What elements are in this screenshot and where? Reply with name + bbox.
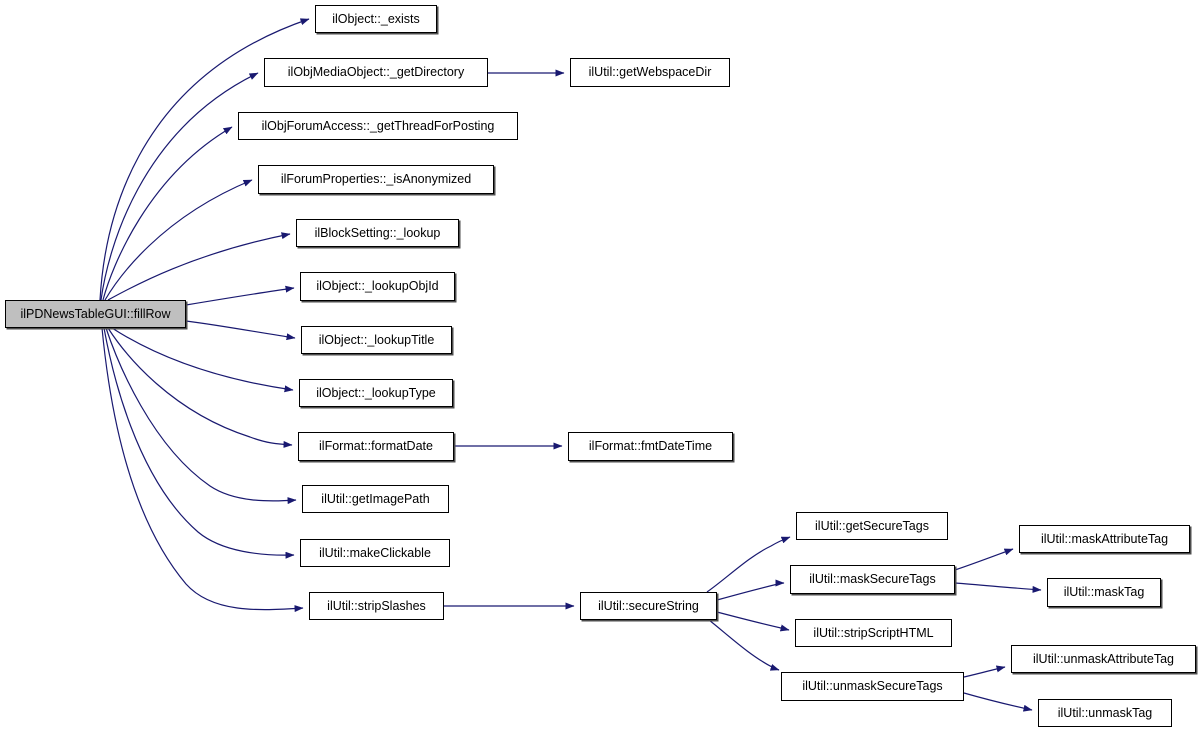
graph-node-getThreadForPosting[interactable]: ilObjForumAccess::_getThreadForPosting bbox=[238, 112, 518, 140]
graph-node-label: ilObject::_lookupType bbox=[316, 385, 436, 400]
call-edge-root-to-isAnonymized bbox=[104, 179, 253, 301]
graph-node-label: ilUtil::getImagePath bbox=[321, 491, 430, 506]
call-edge-maskSecureTags-to-maskAttributeTag bbox=[954, 548, 1014, 571]
graph-node-label: ilUtil::getWebspaceDir bbox=[588, 65, 712, 80]
graph-node-label: ilObject::_lookupTitle bbox=[318, 332, 435, 347]
graph-node-fmtDateTime[interactable]: ilFormat::fmtDateTime bbox=[568, 432, 733, 461]
call-edge-secureString-to-maskSecureTags bbox=[716, 579, 785, 601]
call-edge-root-to-makeClickable bbox=[103, 327, 295, 559]
graph-node-getImagePath[interactable]: ilUtil::getImagePath bbox=[302, 485, 449, 513]
graph-node-unmaskSecureTags[interactable]: ilUtil::unmaskSecureTags bbox=[781, 672, 964, 701]
call-edge-maskSecureTags-to-maskTag bbox=[954, 582, 1042, 593]
graph-node-lookupTitle[interactable]: ilObject::_lookupTitle bbox=[301, 326, 452, 354]
graph-node-label: ilUtil::stripSlashes bbox=[327, 598, 426, 613]
graph-node-label: ilForumProperties::_isAnonymized bbox=[280, 172, 472, 187]
call-edge-unmaskSecureTags-to-unmaskAttributeTag bbox=[963, 665, 1006, 678]
call-edge-root-to-lookupObjId bbox=[185, 285, 295, 306]
call-edge-root-to-lookupTitle bbox=[185, 320, 296, 341]
call-edge-secureString-to-stripScriptHTML bbox=[716, 611, 790, 632]
edge-layer bbox=[99, 18, 1042, 712]
graph-node-isAnonymized[interactable]: ilForumProperties::_isAnonymized bbox=[258, 165, 494, 194]
graph-node-stripSlashes[interactable]: ilUtil::stripSlashes bbox=[309, 592, 444, 620]
graph-node-label: ilUtil::makeClickable bbox=[319, 545, 431, 560]
graph-node-maskAttributeTag[interactable]: ilUtil::maskAttributeTag bbox=[1019, 525, 1190, 553]
graph-node-getSecureTags[interactable]: ilUtil::getSecureTags bbox=[796, 512, 948, 540]
graph-node-label: ilPDNewsTableGUI::fillRow bbox=[20, 306, 171, 321]
graph-node-root[interactable]: ilPDNewsTableGUI::fillRow bbox=[5, 300, 186, 328]
graph-node-exists[interactable]: ilObject::_exists bbox=[315, 5, 437, 33]
graph-node-makeClickable[interactable]: ilUtil::makeClickable bbox=[300, 539, 450, 567]
graph-node-label: ilUtil::secureString bbox=[598, 598, 699, 613]
call-edge-root-to-getImagePath bbox=[105, 327, 297, 505]
graph-node-blockLookup[interactable]: ilBlockSetting::_lookup bbox=[296, 219, 459, 247]
call-edge-secureString-to-getSecureTags bbox=[706, 536, 791, 593]
graph-node-label: ilFormat::formatDate bbox=[319, 439, 433, 454]
call-edge-secureString-to-unmaskSecureTags bbox=[708, 619, 780, 671]
call-edge-unmaskSecureTags-to-unmaskTag bbox=[963, 692, 1033, 712]
graph-node-label: ilUtil::maskAttributeTag bbox=[1040, 531, 1169, 546]
graph-node-maskSecureTags[interactable]: ilUtil::maskSecureTags bbox=[790, 565, 955, 594]
graph-node-unmaskAttributeTag[interactable]: ilUtil::unmaskAttributeTag bbox=[1011, 645, 1196, 673]
graph-node-lookupType[interactable]: ilObject::_lookupType bbox=[299, 379, 453, 407]
call-edge-root-to-lookupType bbox=[111, 327, 294, 393]
graph-node-label: ilUtil::unmaskSecureTags bbox=[802, 679, 943, 694]
graph-node-label: ilUtil::unmaskAttributeTag bbox=[1032, 651, 1175, 666]
graph-node-getWebspaceDir[interactable]: ilUtil::getWebspaceDir bbox=[570, 58, 730, 87]
graph-node-label: ilUtil::maskTag bbox=[1063, 585, 1145, 600]
graph-node-unmaskTag[interactable]: ilUtil::unmaskTag bbox=[1038, 699, 1172, 727]
graph-node-getDirectory[interactable]: ilObjMediaObject::_getDirectory bbox=[264, 58, 488, 87]
graph-node-label: ilObjForumAccess::_getThreadForPosting bbox=[261, 118, 495, 133]
graph-node-label: ilUtil::unmaskTag bbox=[1057, 705, 1153, 720]
graph-node-label: ilBlockSetting::_lookup bbox=[314, 225, 441, 240]
call-edge-root-to-exists bbox=[99, 18, 310, 301]
graph-node-label: ilObject::_exists bbox=[332, 11, 420, 26]
call-edge-root-to-formatDate bbox=[107, 327, 293, 448]
call-edge-root-to-stripSlashes bbox=[101, 327, 304, 613]
call-edge-root-to-blockLookup bbox=[107, 232, 291, 301]
graph-node-maskTag[interactable]: ilUtil::maskTag bbox=[1047, 578, 1161, 607]
graph-node-label: ilUtil::stripScriptHTML bbox=[813, 625, 934, 640]
graph-node-label: ilObjMediaObject::_getDirectory bbox=[287, 65, 465, 80]
graph-node-secureString[interactable]: ilUtil::secureString bbox=[580, 592, 717, 620]
graph-node-label: ilUtil::getSecureTags bbox=[815, 518, 929, 533]
graph-node-label: ilUtil::maskSecureTags bbox=[809, 572, 936, 587]
graph-node-lookupObjId[interactable]: ilObject::_lookupObjId bbox=[300, 272, 455, 301]
graph-node-label: ilObject::_lookupObjId bbox=[316, 279, 439, 294]
call-edge-root-to-getDirectory bbox=[100, 72, 259, 301]
call-edge-root-to-getThreadForPosting bbox=[102, 126, 233, 301]
graph-node-stripScriptHTML[interactable]: ilUtil::stripScriptHTML bbox=[795, 619, 952, 647]
graph-node-formatDate[interactable]: ilFormat::formatDate bbox=[298, 432, 454, 461]
graph-node-label: ilFormat::fmtDateTime bbox=[588, 439, 713, 454]
